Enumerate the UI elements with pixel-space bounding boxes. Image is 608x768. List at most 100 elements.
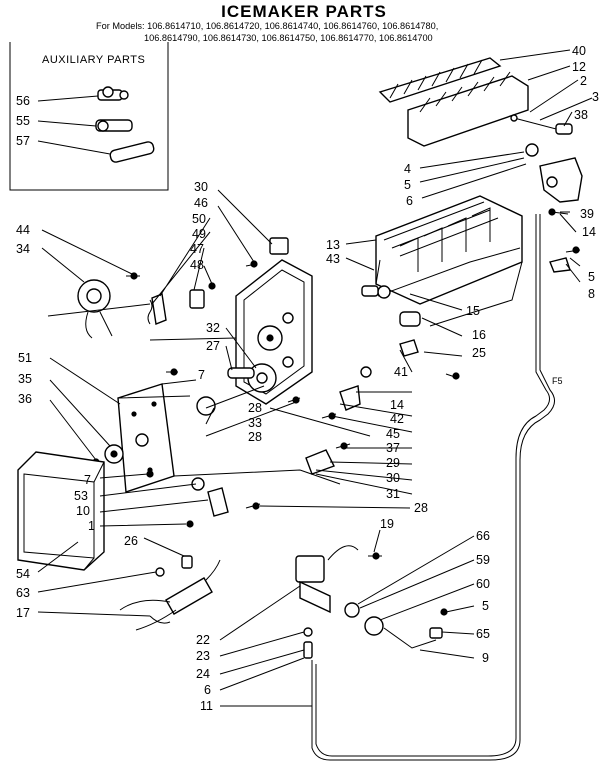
callout-3: 3 [592,90,599,104]
callout-28b: 28 [248,430,262,444]
callout-31: 31 [386,487,400,501]
callout-39: 39 [580,207,594,221]
callout-1: 1 [88,519,95,533]
callout-45: 45 [386,427,400,441]
models-prefix: For Models: [96,21,145,31]
spring-part-38 [555,123,573,135]
screw-part-28c [245,502,261,510]
callout-19: 19 [380,517,394,531]
gear-part-35 [104,444,124,464]
screw-part-44 [126,272,140,280]
callout-7a: 7 [198,368,205,382]
callout-30b: 30 [386,471,400,485]
ice-mold-tray [375,195,523,327]
page-title: ICEMAKER PARTS [221,2,387,21]
screw-part-5 [565,246,581,254]
clip-part-41 [399,339,419,357]
callout-41: 41 [394,365,408,379]
screw-part-14 [548,208,569,216]
aux-part-57 [109,141,155,163]
drive-motor [77,279,113,339]
callout-17: 17 [16,606,30,620]
mold-heater [361,247,521,299]
lever-part-42 [339,385,361,411]
models-line-1: 106.8614710, 106.8614720, 106.8614740, 1… [147,21,439,31]
callout-9: 9 [482,651,489,665]
callout-33: 33 [248,416,262,430]
clamp-part-65 [429,627,443,639]
screw-part-28a [287,396,301,404]
callout-14a: 14 [582,225,596,239]
callout-6a: 6 [406,194,413,208]
callout-8: 8 [588,287,595,301]
timing-gear [247,363,277,393]
screw-part-25 [445,372,460,380]
callout-65: 65 [476,627,490,641]
callout-54: 54 [16,567,30,581]
aux-part-55 [95,119,133,132]
callout-44: 44 [16,223,30,237]
spring-part-49 [147,299,153,325]
callout-63: 63 [16,586,30,600]
callout-36: 36 [18,392,32,406]
callout-16: 16 [472,328,486,342]
callout-6b: 6 [204,683,211,697]
callout-66: 66 [476,529,490,543]
aux-label-56: 56 [16,94,30,108]
callout-38: 38 [574,108,588,122]
water-supply-tube [311,214,555,761]
aux-label-55: 55 [16,114,30,128]
callout-5b: 5 [588,270,595,284]
callout-30a: 30 [194,180,208,194]
switch-part-29 [305,449,335,475]
wiring-harness [119,559,221,631]
screw-part-7a [166,368,178,376]
callout-29: 29 [386,456,400,470]
callout-4: 4 [404,162,411,176]
callout-5c: 5 [482,599,489,613]
callout-15: 15 [466,304,480,318]
auxiliary-box [9,42,169,191]
models-line-2: 106.8614790, 106.8614730, 106.8614750, 1… [144,33,433,43]
model-list: For Models: 106.8614710, 106.8614720, 10… [96,20,596,44]
callout-42: 42 [390,412,404,426]
cam-part-27 [227,367,255,379]
callout-37: 37 [386,441,400,455]
arm-part-10 [207,487,229,517]
callout-27: 27 [206,339,220,353]
callout-32: 32 [206,321,220,335]
callout-2: 2 [580,74,587,88]
callout-48: 48 [190,258,204,272]
clip-part-8 [549,257,571,273]
callout-35: 35 [18,372,32,386]
callout-7b: 7 [84,473,91,487]
callout-28a: 28 [248,401,262,415]
callout-34: 34 [16,242,30,256]
callout-26: 26 [124,534,138,548]
callout-12: 12 [572,60,586,74]
figure-code: F5 [552,376,563,386]
callout-40: 40 [572,44,586,58]
fill-tube [383,627,437,649]
callout-10: 10 [76,504,90,518]
mold-cover [407,71,529,147]
water-valve [295,545,384,636]
screw-part-1 [186,520,194,528]
callout-51: 51 [18,351,32,365]
gear-part-33 [196,396,216,416]
switch-part-47 [189,289,205,309]
callout-49: 49 [192,227,206,241]
front-cover [17,451,105,571]
aux-label-57: 57 [16,134,30,148]
shutoff-arm-bracket [525,143,583,203]
callout-5a: 5 [404,178,411,192]
ejector-blade [378,57,502,103]
callout-46: 46 [194,196,208,210]
thermostat-part-16 [399,311,421,327]
screw-part-19 [368,552,382,560]
callout-50: 50 [192,212,206,226]
callout-25: 25 [472,346,486,360]
auxiliary-parts-title: AUXILIARY PARTS [42,54,146,66]
